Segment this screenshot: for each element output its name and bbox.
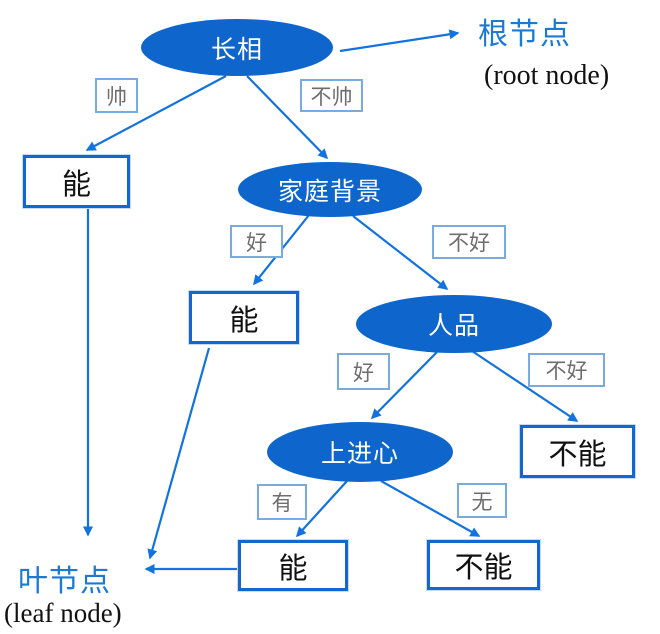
edge-label-bad-family-text: 不好 bbox=[448, 231, 490, 255]
edge-label-bad-character: 不好 bbox=[528, 353, 605, 387]
edge-label-not-handsome-text: 不帅 bbox=[310, 84, 353, 109]
edge-label-bad-family: 不好 bbox=[432, 225, 506, 259]
edge-label-not-handsome: 不帅 bbox=[300, 79, 363, 112]
leaf-node-annotation-cn: 叶节点 bbox=[18, 564, 111, 599]
leaf-node-unable-1: 不能 bbox=[520, 425, 635, 478]
edge-label-has-ambition-text: 有 bbox=[271, 491, 293, 515]
decision-node-looks-label: 长相 bbox=[210, 34, 263, 64]
decision-node-looks: 长相 bbox=[141, 19, 333, 76]
root-node-annotation-cn: 根节点 bbox=[478, 17, 571, 52]
decision-node-character-label: 人品 bbox=[427, 311, 480, 340]
leaf-node-annotation-en: (leaf node) bbox=[4, 598, 122, 628]
edge-label-no-ambition-text: 无 bbox=[471, 489, 493, 514]
edge-looks-to-family bbox=[246, 75, 329, 160]
leaf-node-able-3-label: 能 bbox=[278, 550, 308, 585]
edge-character-to-unable-1 bbox=[471, 350, 579, 422]
edge-label-good-character-text: 好 bbox=[353, 360, 374, 385]
leaf-node-able-3: 能 bbox=[238, 540, 348, 591]
edge-label-has-ambition: 有 bbox=[257, 484, 307, 520]
decision-node-character: 人品 bbox=[356, 295, 552, 353]
leaf-node-unable-1-label: 不能 bbox=[548, 436, 607, 471]
edge-ambition-to-able-3 bbox=[295, 480, 348, 538]
decision-node-family-background-label: 家庭背景 bbox=[277, 176, 382, 206]
leaf-node-unable-2-label: 不能 bbox=[454, 550, 513, 584]
edge-ambition-to-unable-2 bbox=[380, 480, 481, 537]
leaf-node-able-1: 能 bbox=[23, 155, 130, 208]
edge-label-good-family: 好 bbox=[230, 225, 283, 258]
edge-label-bad-character-text: 不好 bbox=[545, 359, 588, 383]
leaf-node-able-2-label: 能 bbox=[229, 302, 259, 337]
edge-looks-to-root-annotation bbox=[339, 29, 460, 53]
edge-family-to-character bbox=[352, 215, 449, 290]
edge-character-to-ambition bbox=[370, 351, 438, 420]
edge-able-2-to-leaf-annotation bbox=[147, 347, 211, 560]
edge-label-handsome: 帅 bbox=[95, 78, 138, 113]
decision-node-ambition: 上进心 bbox=[267, 422, 453, 482]
edge-label-no-ambition: 无 bbox=[457, 483, 507, 518]
decision-node-family-background: 家庭背景 bbox=[238, 162, 422, 217]
root-node-annotation-en: (root node) bbox=[484, 60, 610, 91]
leaf-node-able-2: 能 bbox=[189, 291, 299, 344]
edge-label-handsome-text: 帅 bbox=[106, 84, 127, 109]
edge-looks-to-able-1 bbox=[85, 75, 227, 151]
leaf-node-able-1-label: 能 bbox=[61, 166, 91, 201]
leaf-node-unable-2: 不能 bbox=[427, 540, 540, 590]
edge-label-good-family-text: 好 bbox=[246, 230, 267, 255]
edge-label-good-character: 好 bbox=[337, 353, 390, 390]
decision-node-ambition-label: 上进心 bbox=[320, 439, 399, 468]
